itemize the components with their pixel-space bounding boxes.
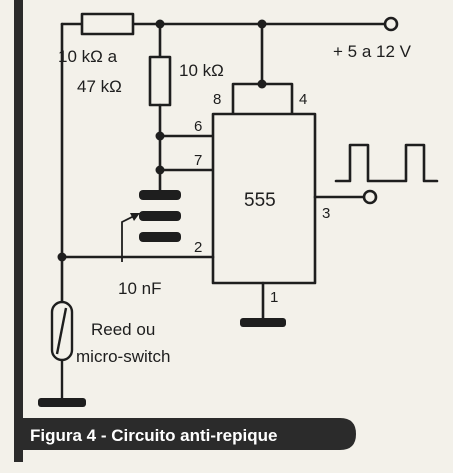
- reed-switch-icon: [50, 300, 74, 399]
- junction-top-mid: [155, 19, 165, 29]
- capacitor-icon: [139, 190, 181, 242]
- label-capacitor: 10 nF: [118, 279, 161, 298]
- junction-pin6: [155, 131, 165, 141]
- label-resistor-top: 10 kΩ a: [58, 47, 118, 66]
- resistor-top: [80, 12, 135, 36]
- label-pin3: 3: [322, 205, 330, 222]
- label-pin1: 1: [270, 289, 278, 306]
- capacitor-plate-2: [139, 211, 181, 221]
- label-resistor-top-range: 47 kΩ: [77, 77, 122, 96]
- label-pin4: 4: [299, 91, 307, 108]
- label-switch-line2: micro-switch: [76, 347, 170, 366]
- junction-dots: [57, 19, 267, 262]
- left-border: [14, 0, 23, 462]
- label-supply: + 5 a 12 V: [333, 42, 412, 61]
- label-pin8: 8: [213, 91, 221, 108]
- square-wave-icon: [334, 143, 439, 183]
- pointer-arrowhead: [130, 213, 140, 221]
- label-pin7: 7: [194, 152, 202, 169]
- capacitor-plate-3: [139, 232, 181, 242]
- junction-pin7: [155, 165, 165, 175]
- label-switch-line1: Reed ou: [91, 320, 155, 339]
- capacitor-plate-1: [139, 190, 181, 200]
- label-chip: 555: [244, 190, 276, 211]
- reed-contact: [55, 307, 68, 355]
- ground-chip-icon: [240, 318, 286, 327]
- label-pin6: 6: [194, 118, 202, 135]
- capacitor-pointer: [121, 213, 139, 262]
- label-pin2: 2: [194, 239, 202, 256]
- junction-pin2: [57, 252, 67, 262]
- pointer-line: [121, 213, 139, 262]
- label-resistor-mid: 10 kΩ: [179, 61, 224, 80]
- output-terminal: [362, 189, 378, 205]
- junction-pins-8-4: [257, 79, 267, 89]
- caption-bar: [14, 418, 356, 450]
- figure-caption: Figura 4 - Circuito anti-repique: [30, 426, 277, 445]
- chip-555: [211, 112, 317, 285]
- supply-terminal: [383, 16, 399, 32]
- wire-pin8-pin4: [231, 82, 294, 116]
- ground-switch-icon: [38, 398, 86, 407]
- resistor-mid: [148, 55, 172, 107]
- junction-top-supply: [257, 19, 267, 29]
